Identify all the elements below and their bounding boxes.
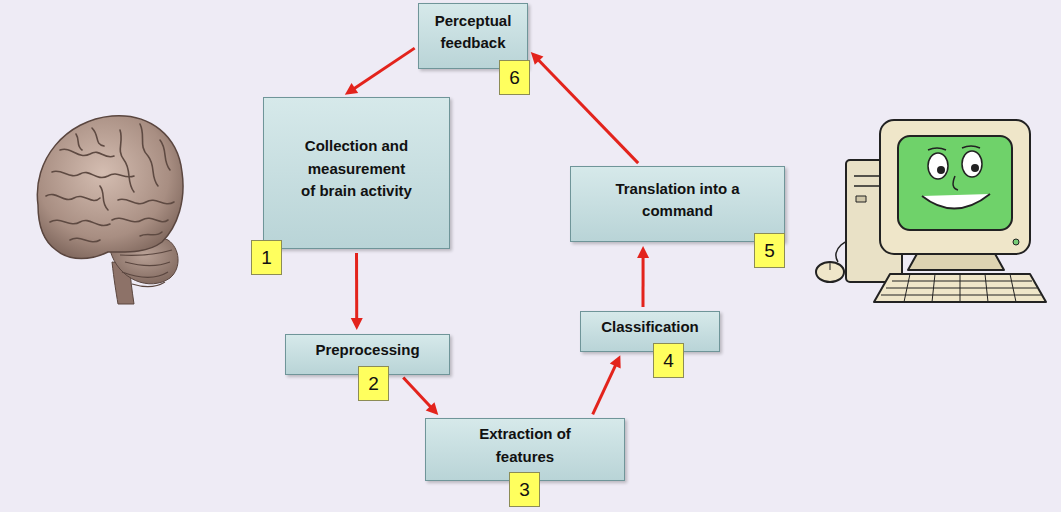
step-label: Collection and measurement of brain acti… bbox=[300, 135, 413, 203]
arrow-line bbox=[593, 364, 616, 414]
arrow-line bbox=[642, 256, 645, 307]
step-label: Extraction of features bbox=[465, 423, 585, 468]
process-box: Collection and measurement of brain acti… bbox=[263, 97, 450, 249]
computer-illustration bbox=[816, 120, 1046, 302]
arrow-line bbox=[538, 59, 638, 163]
arrow-line bbox=[403, 377, 431, 407]
callout-number: 3 bbox=[509, 472, 540, 507]
step-label: Translation into a command bbox=[603, 178, 753, 223]
step-label: Classification bbox=[601, 316, 699, 339]
arrow-head bbox=[351, 318, 363, 330]
flow-arrow bbox=[351, 253, 363, 330]
brain-illustration bbox=[37, 116, 183, 304]
flow-arrow bbox=[345, 48, 415, 95]
step-label: Perceptual feedback bbox=[427, 10, 519, 55]
callout-number: 5 bbox=[754, 233, 785, 268]
process-box: Extraction of features3 bbox=[425, 418, 625, 481]
arrow-head bbox=[637, 246, 649, 258]
callout-number: 4 bbox=[653, 343, 684, 378]
arrow-head bbox=[345, 83, 358, 95]
flow-arrow bbox=[531, 52, 638, 163]
flow-arrow bbox=[593, 355, 621, 414]
process-box: Classification4 bbox=[580, 311, 720, 352]
step-label: Preprocessing bbox=[315, 339, 419, 362]
process-box: Translation into a command5 bbox=[570, 166, 785, 242]
callout-number: 1 bbox=[251, 240, 282, 275]
arrow-line bbox=[355, 253, 358, 320]
arrow-head bbox=[610, 355, 621, 368]
arrow-head bbox=[531, 52, 544, 65]
callout-number: 2 bbox=[358, 366, 389, 401]
arrow-line bbox=[353, 48, 414, 89]
arrow-head bbox=[426, 402, 439, 415]
flow-arrow bbox=[637, 246, 649, 307]
flow-arrow bbox=[403, 377, 438, 415]
callout-number: 6 bbox=[499, 60, 530, 95]
process-box: Preprocessing2 bbox=[285, 334, 450, 375]
process-box: Perceptual feedback6 bbox=[418, 3, 528, 69]
